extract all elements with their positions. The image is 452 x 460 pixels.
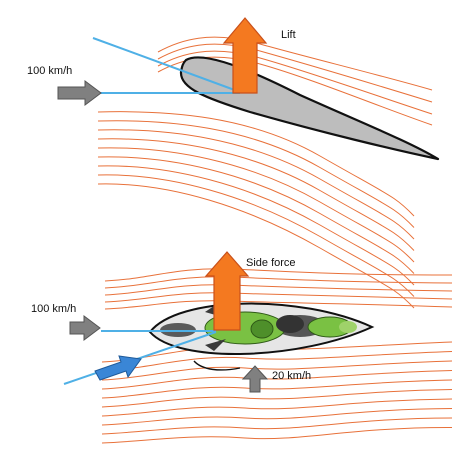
airspeed-label: 100 km/h (31, 303, 77, 315)
streamline (101, 426, 452, 444)
streamline (97, 183, 415, 309)
side-force-arrow-icon (204, 251, 250, 331)
airflow-arrow-icon (57, 80, 102, 106)
crosswind-speed-label: 20 km/h (272, 370, 312, 382)
crosswind-speed-arrow-icon (241, 365, 269, 393)
streamline (101, 408, 452, 426)
streamline (97, 138, 415, 251)
relative-wind-line (92, 37, 241, 93)
airfoil-streamlines (97, 36, 433, 309)
crosswind-arrow-icon (94, 355, 142, 381)
streamline (101, 417, 452, 435)
airflow-arrow-icon (69, 315, 101, 341)
streamline (101, 351, 452, 372)
streamline (104, 284, 452, 296)
lift-label: Lift (281, 29, 296, 41)
side-force-label: Side force (246, 257, 296, 269)
streamline (101, 360, 452, 381)
streamline (97, 120, 415, 228)
streamline (157, 36, 433, 91)
motorcycle-fairing (148, 302, 375, 371)
airfoil-wing (179, 56, 440, 161)
streamline (104, 292, 452, 303)
streamline (97, 165, 415, 286)
airspeed-label: 100 km/h (27, 65, 73, 77)
streamline (97, 174, 415, 297)
streamline (101, 398, 452, 417)
streamline (101, 389, 452, 408)
relative-wind-line (63, 331, 217, 385)
streamline (97, 111, 415, 217)
streamline (101, 379, 452, 399)
lift-arrow-icon (222, 17, 268, 94)
streamline (157, 50, 433, 115)
streamline (97, 147, 415, 263)
streamline (97, 156, 415, 274)
streamline (97, 129, 415, 240)
streamline (157, 43, 433, 103)
